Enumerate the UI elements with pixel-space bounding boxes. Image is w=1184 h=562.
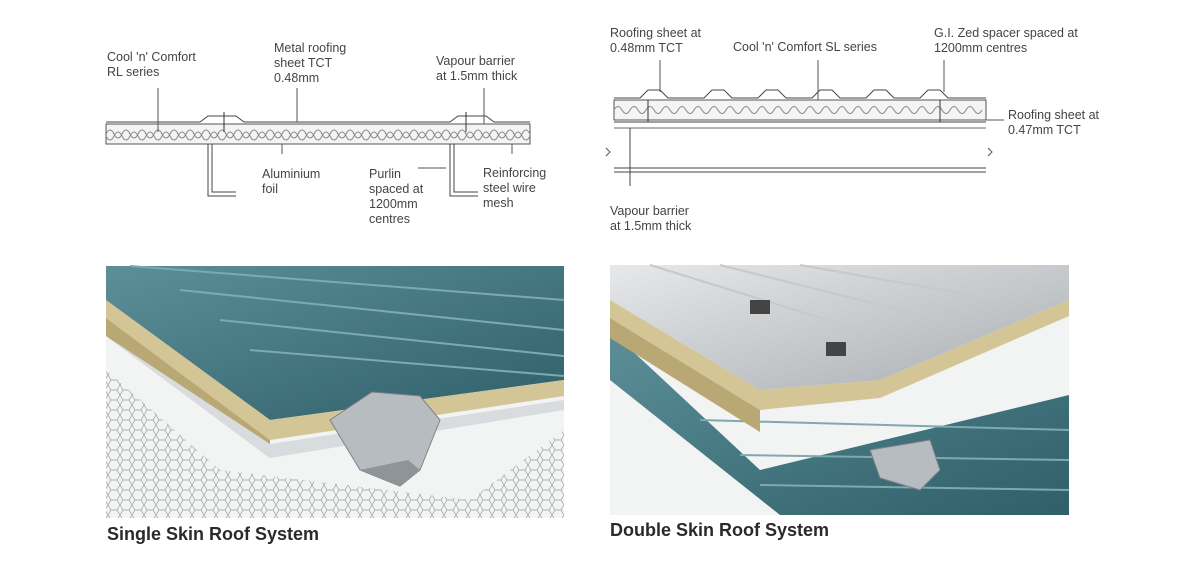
aluminium-foil-label: Aluminium foil: [262, 167, 321, 196]
rl-series-label: Cool 'n' Comfort RL series: [107, 50, 196, 79]
zed-spacer-label: G.I. Zed spacer spaced at 1200mm centres: [934, 26, 1078, 55]
double-skin-title: Double Skin Roof System: [610, 520, 830, 540]
single-skin-title: Single Skin Roof System: [107, 524, 320, 544]
purlin-label: Purlin spaced at 1200mm centres: [369, 167, 424, 226]
metal-sheet-label: Metal roofing sheet TCT 0.48mm: [274, 41, 347, 85]
bottom-sheet-label: Roofing sheet at 0.47mm TCT: [1008, 108, 1100, 137]
sl-series-label: Cool 'n' Comfort SL series: [733, 40, 877, 54]
top-sheet-label: Roofing sheet at 0.48mm TCT: [610, 26, 702, 55]
double-vapour-barrier-label: Vapour barrier at 1.5mm thick: [610, 204, 692, 233]
vapour-barrier-label: Vapour barrier at 1.5mm thick: [436, 54, 518, 83]
wire-mesh-label: Reinforcing steel wire mesh: [483, 166, 547, 210]
